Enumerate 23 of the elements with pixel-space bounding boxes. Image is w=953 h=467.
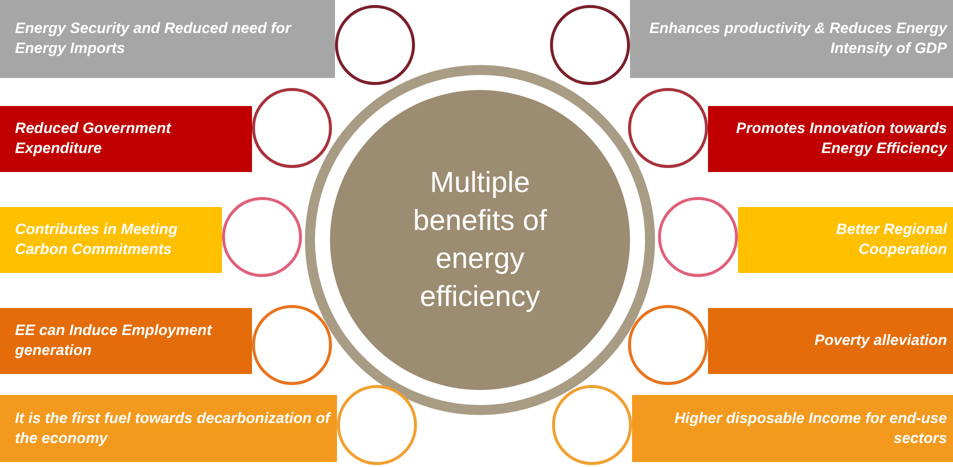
benefit-text: EE can Induce Employment generation xyxy=(15,321,214,361)
benefit-band xyxy=(738,207,953,273)
benefit-text: Poverty alleviation xyxy=(814,331,947,351)
benefit-text: Contributes in Meeting Carbon Commitments xyxy=(15,220,178,260)
benefit-text: Reduced Government Expenditure xyxy=(15,119,172,159)
center-circle xyxy=(330,90,630,390)
benefit-band xyxy=(630,0,953,78)
benefit-band xyxy=(0,106,252,172)
benefit-band xyxy=(0,395,337,462)
benefit-band xyxy=(708,308,953,374)
center-title: Multiple benefits of energy efficiency xyxy=(412,166,548,315)
benefit-text: Better Regional Cooperation xyxy=(835,220,947,260)
benefit-band xyxy=(632,395,953,462)
benefit-text: It is the first fuel towards decarbonization of the economy xyxy=(15,408,331,448)
benefit-band xyxy=(0,207,222,273)
benefit-text: Enhances productivity & Reduces Energy Intensity of GDP xyxy=(648,19,947,59)
benefit-band xyxy=(708,106,953,172)
benefit-text: Higher disposable Income for end-use sectors xyxy=(673,408,947,448)
benefit-text: Promotes Innovation towards Energy Efficiency xyxy=(735,119,947,159)
benefit-band xyxy=(0,308,252,374)
benefit-band xyxy=(0,0,335,78)
benefit-text: Energy Security and Reduced need for Energy Imports xyxy=(15,19,293,59)
marker-circle xyxy=(552,385,632,465)
